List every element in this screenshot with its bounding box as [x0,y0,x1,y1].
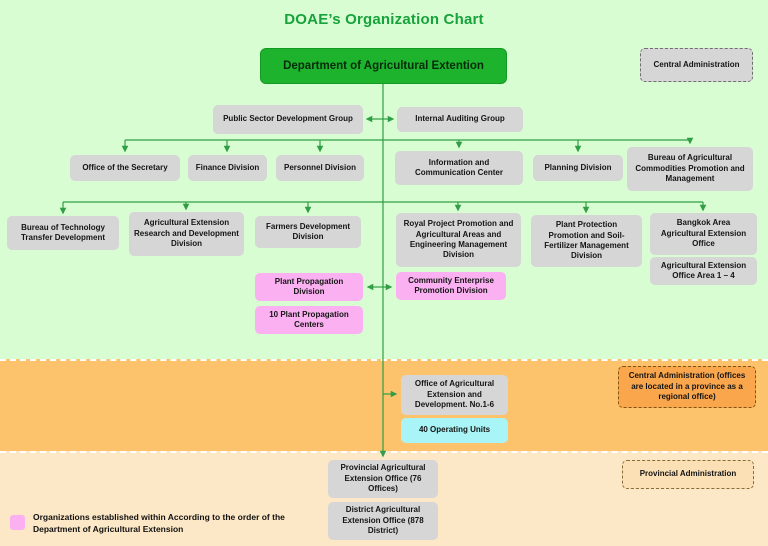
node-operating-units: 40 Operating Units [401,418,508,443]
node-internal-auditing-group: Internal Auditing Group [397,107,523,132]
legend: Organizations established within Accordi… [10,511,333,536]
node-provincial-agricultural-extension-office: Provincial Agricultural Extension Office… [328,460,438,498]
node-agricultural-extension-research: Agricultural Extension Research and Deve… [129,212,244,256]
node-royal-project-promotion: Royal Project Promotion and Agricultural… [396,213,521,267]
node-plant-propagation-division: Plant Propagation Division [255,273,363,301]
node-bureau-agricultural-commodities: Bureau of Agricultural Commodities Promo… [627,147,753,191]
node-department: Department of Agricultural Extention [260,48,507,84]
node-office-of-the-secretary: Office of the Secretary [70,155,180,181]
node-finance-division: Finance Division [188,155,267,181]
page-title: DOAE’s Organization Chart [284,11,484,28]
node-information-communication-center: Information and Communication Center [395,151,523,185]
node-district-agricultural-extension-office: District Agricultural Extension Office (… [328,502,438,540]
node-plant-propagation-centers: 10 Plant Propagation Centers [255,306,363,334]
label-central-administration: Central Administration [640,48,753,82]
label-provincial-administration: Provincial Administration [622,460,754,489]
node-planning-division: Planning Division [533,155,623,181]
node-farmers-development-division: Farmers Development Division [255,216,361,248]
node-bangkok-area-office: Bangkok Area Agricultural Extension Offi… [650,213,757,255]
node-agricultural-extension-office-area: Agricultural Extension Office Area 1 – 4 [650,257,757,285]
node-plant-protection-promotion: Plant Protection Promotion and Soil-Fert… [531,215,642,267]
legend-pink-swatch [10,515,25,530]
node-community-enterprise-promotion: Community Enterprise Promotion Division [396,272,506,300]
legend-text: Organizations established within Accordi… [33,512,285,535]
node-public-sector-development-group: Public Sector Development Group [213,105,363,134]
node-office-agricultural-extension-development: Office of Agricultural Extension and Dev… [401,375,508,415]
label-central-administration-regional: Central Administration (offices are loca… [618,366,756,408]
node-bureau-technology-transfer: Bureau of Technology Transfer Developmen… [7,216,119,250]
node-personnel-division: Personnel Division [276,155,364,181]
